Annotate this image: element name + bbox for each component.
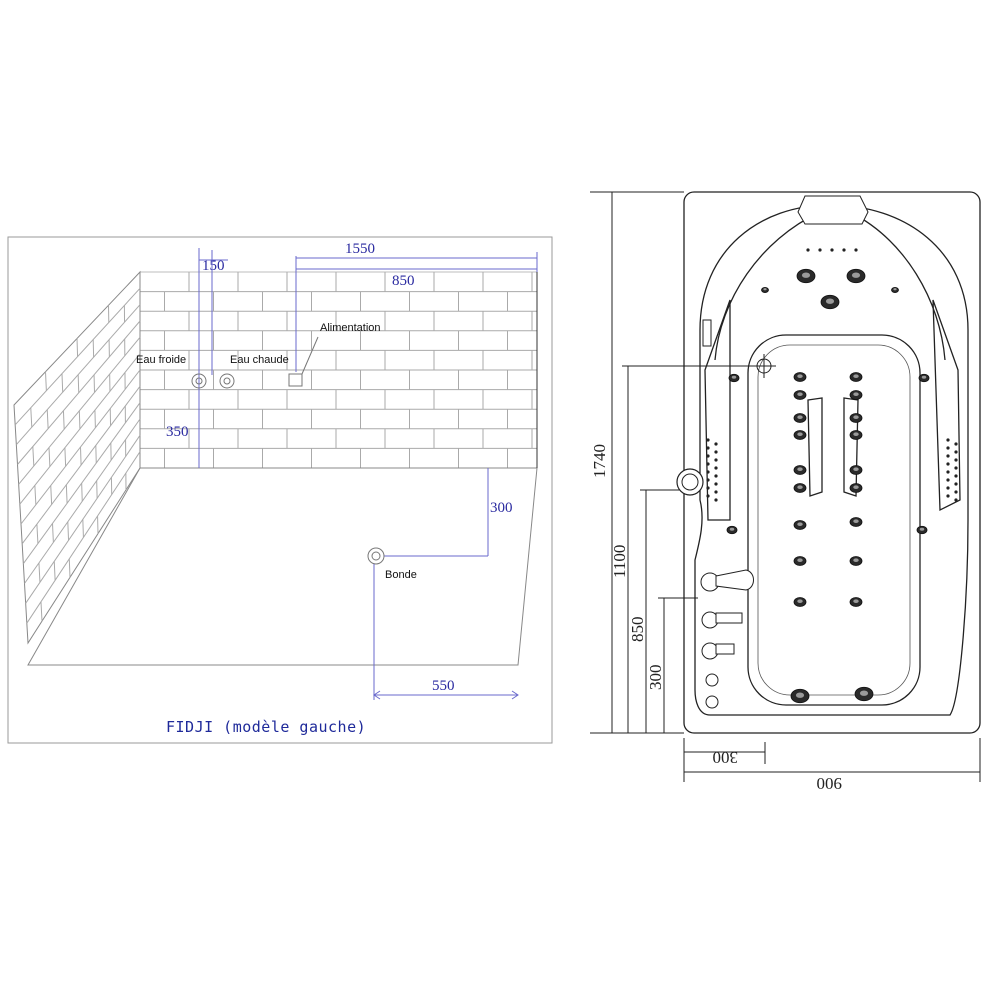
installation-diagram: 1550 150 850 350 Eau froide Eau chaude A… — [7, 236, 553, 744]
tub-outer-rim — [683, 191, 981, 734]
tub-inner-contour — [694, 204, 969, 716]
floor — [27, 467, 538, 666]
dim-850-label-right: 850 — [628, 617, 647, 643]
headrest-icon — [797, 195, 869, 225]
jets-group — [726, 268, 930, 704]
label-bonde: Bonde — [385, 569, 417, 581]
drain-icon — [367, 547, 385, 565]
dim-1740-label: 1740 — [590, 444, 609, 478]
dim-w900-label: 900 — [817, 774, 843, 793]
label-alimentation: Alimentation — [320, 322, 381, 334]
side-button — [702, 319, 712, 347]
control-panel-icon — [676, 468, 704, 496]
dim-300-label: 300 — [490, 500, 513, 516]
dim-150-label: 150 — [202, 258, 225, 274]
side-wall — [13, 270, 141, 645]
tub-basin — [747, 334, 921, 706]
faucet-icon — [700, 569, 754, 709]
backrest-slat-right — [843, 397, 859, 497]
dim-300-label-right: 300 — [646, 665, 665, 691]
diagram-caption: FIDJI (modèle gauche) — [166, 718, 366, 736]
label-eau-chaude: Eau chaude — [230, 354, 289, 366]
diagram-frame — [7, 236, 553, 744]
right-armrest — [932, 299, 961, 512]
dim-850-label: 850 — [392, 273, 415, 289]
drain-cross-icon — [752, 354, 776, 378]
back-wall — [139, 271, 538, 469]
bathtub-top-view: 1740 1100 850 300 300 900 — [590, 191, 981, 793]
label-eau-froide: Eau froide — [136, 354, 186, 366]
dim-550-label: 550 — [432, 678, 455, 694]
dim-1550-label: 1550 — [345, 241, 375, 257]
backrest-slat-left — [807, 397, 823, 497]
hot-water-pipe-icon — [219, 373, 235, 389]
power-supply-box-icon — [288, 336, 319, 387]
dim-w300-label: 300 — [713, 748, 739, 767]
left-armrest — [704, 299, 731, 521]
cold-water-pipe-icon — [191, 373, 207, 389]
dim-1100-label: 1100 — [610, 545, 629, 578]
air-jets-group — [706, 248, 958, 502]
dim-350-label: 350 — [166, 424, 189, 440]
